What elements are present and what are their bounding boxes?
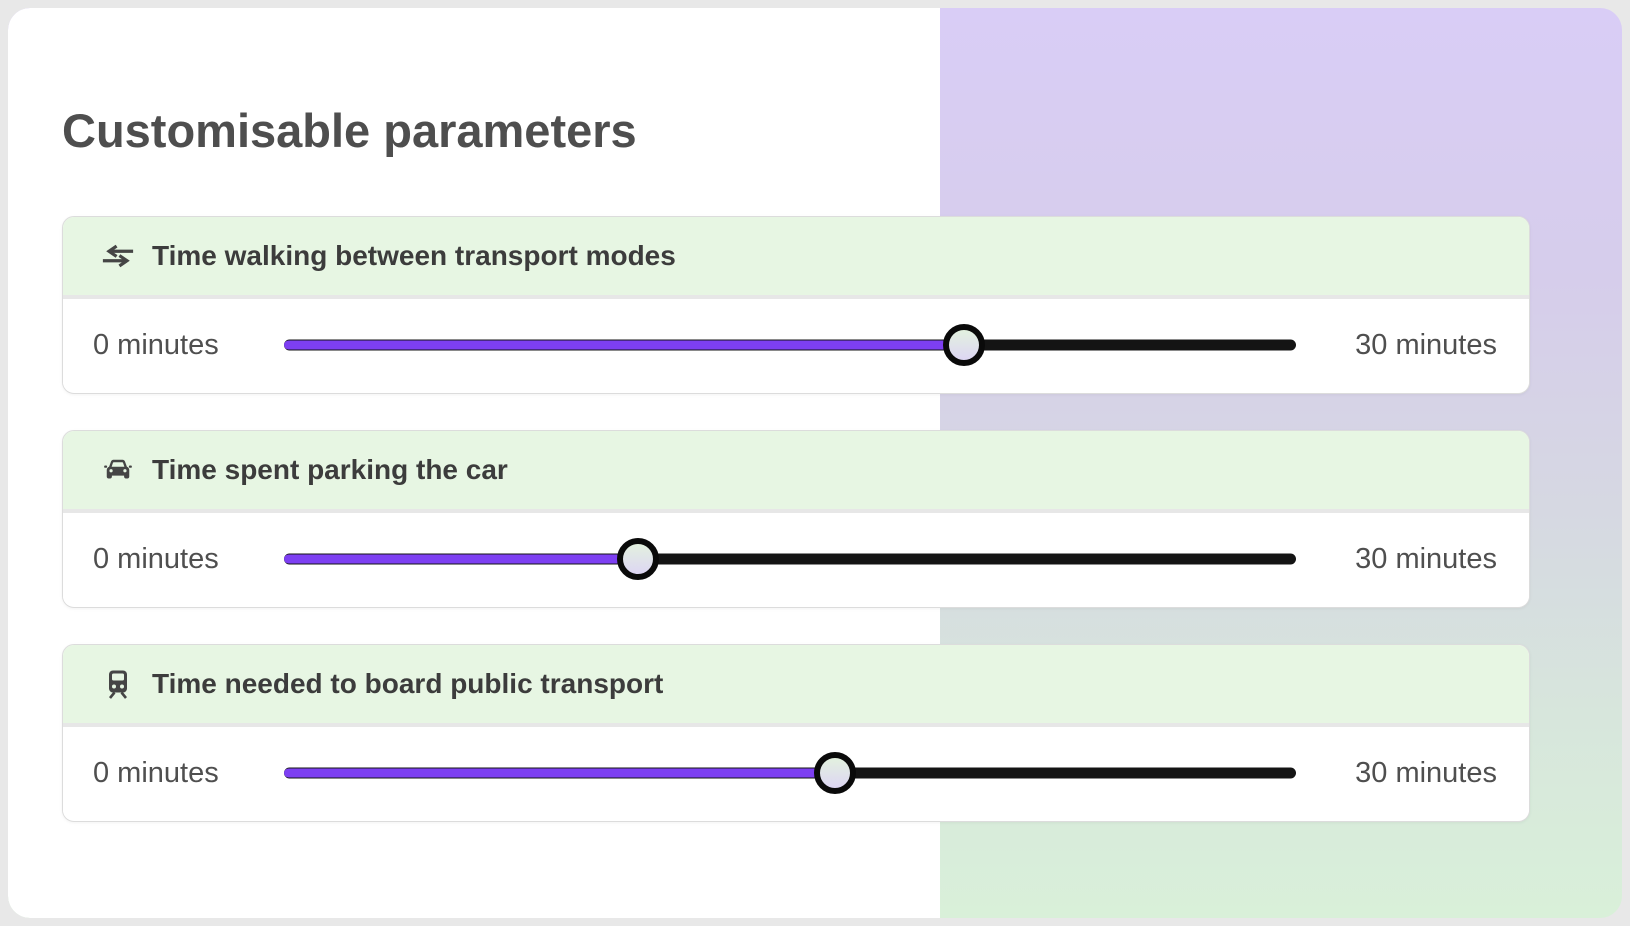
parameter-body: 0 minutes 30 minutes: [63, 513, 1529, 605]
car-front-icon: [101, 454, 135, 486]
walking-time-slider[interactable]: [284, 324, 1296, 366]
parameter-label: Time walking between transport modes: [152, 240, 676, 271]
train-front-icon: [101, 668, 135, 700]
parameter-body: 0 minutes 30 minutes: [63, 727, 1529, 819]
parameter-label: Time needed to board public transport: [152, 668, 664, 699]
slider-min-label: 0 minutes: [93, 756, 219, 789]
parameter-header: Time needed to board public transport: [63, 645, 1529, 727]
parameter-header: Time walking between transport modes: [63, 217, 1529, 299]
parking-time-slider[interactable]: [284, 538, 1296, 580]
parameter-body: 0 minutes 30 minutes: [63, 299, 1529, 391]
swap-arrows-icon: [101, 240, 135, 272]
parameter-label: Time spent parking the car: [152, 454, 508, 485]
app-frame: Customisable parameters Time walking bet…: [8, 8, 1622, 918]
slider-track-fill: [284, 340, 965, 350]
slider-min-label: 0 minutes: [93, 328, 219, 361]
slider-track[interactable]: [284, 553, 1296, 565]
slider-track-fill: [284, 768, 835, 778]
page-title: Customisable parameters: [62, 104, 637, 158]
parameter-section-walking: Time walking between transport modes 0 m…: [62, 216, 1530, 394]
parameter-section-boarding: Time needed to board public transport 0 …: [62, 644, 1530, 822]
slider-max-label: 30 minutes: [1355, 756, 1497, 789]
boarding-time-slider[interactable]: [284, 752, 1296, 794]
slider-max-label: 30 minutes: [1355, 542, 1497, 575]
slider-track-fill: [284, 554, 639, 564]
slider-thumb[interactable]: [943, 324, 986, 366]
slider-thumb[interactable]: [617, 538, 660, 580]
parameter-section-parking: Time spent parking the car 0 minutes 30 …: [62, 430, 1530, 608]
slider-max-label: 30 minutes: [1355, 328, 1497, 361]
slider-thumb[interactable]: [813, 752, 856, 794]
slider-min-label: 0 minutes: [93, 542, 219, 575]
parameter-header: Time spent parking the car: [63, 431, 1529, 513]
